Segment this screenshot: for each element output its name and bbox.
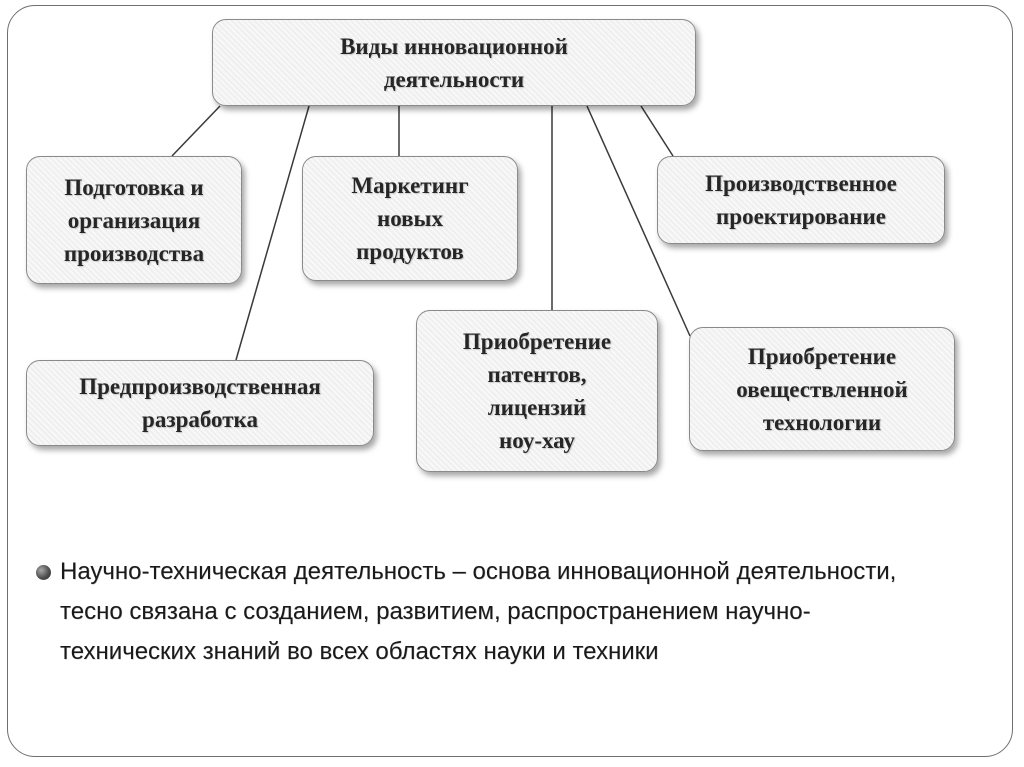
- edge-root-predev: [235, 105, 310, 361]
- node-marketing-label: Маркетинг новых продуктов: [351, 173, 469, 264]
- definition-note: Научно-техническая деятельность – основа…: [36, 552, 936, 672]
- node-tech-label: Приобретение овеществленной технологии: [736, 343, 908, 435]
- node-patents: Приобретение патентов, лицензий ноу-хау: [416, 310, 658, 472]
- node-predev-label: Предпроизводственная разработка: [79, 374, 321, 432]
- edge-root-tech: [586, 105, 691, 337]
- node-root-label: Виды инновационной деятельности: [340, 33, 568, 92]
- bullet-icon: [36, 565, 51, 580]
- node-design-label: Производственное проектирование: [705, 171, 897, 229]
- node-predev: Предпроизводственная разработка: [26, 360, 374, 446]
- edge-root-design: [640, 105, 674, 157]
- node-prep: Подготовка и организация производства: [26, 156, 242, 284]
- node-prep-label: Подготовка и организация производства: [63, 174, 205, 266]
- node-patents-label: Приобретение патентов, лицензий ноу-хау: [462, 329, 612, 453]
- definition-text: Научно-техническая деятельность – основа…: [60, 558, 897, 665]
- node-design: Производственное проектирование: [657, 156, 945, 244]
- node-marketing: Маркетинг новых продуктов: [302, 156, 518, 281]
- node-root: Виды инновационной деятельности: [212, 19, 696, 106]
- edge-root-prep: [171, 105, 221, 157]
- slide-frame: [7, 5, 1013, 757]
- node-tech: Приобретение овеществленной технологии: [689, 327, 955, 451]
